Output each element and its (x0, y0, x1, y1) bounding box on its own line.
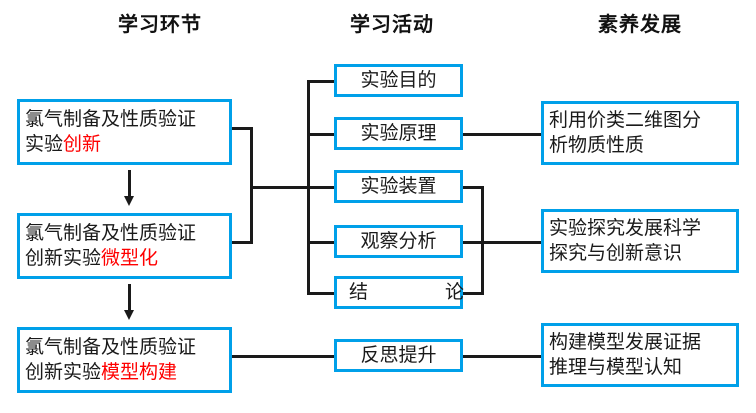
connector-to-activity-5 (307, 292, 335, 295)
stage-box-2-line1: 氯气制备及性质验证 (25, 222, 197, 244)
stage-box-1-keyword: 创新 (63, 133, 102, 155)
stage-box-2-keyword: 微型化 (101, 247, 159, 269)
connector-to-activity-3 (307, 186, 335, 189)
activity-box-3-label: 实验装置 (360, 175, 437, 197)
stage-box-1-line2: 实验创新 (20, 132, 229, 157)
connector-left-trunk-horizontal (250, 186, 310, 189)
stage-box-3-line2-text: 创新实验 (25, 361, 102, 383)
activity-box-2-label: 实验原理 (360, 122, 437, 144)
connector-activity5-out (462, 292, 484, 295)
competency-box-1-line1: 利用价类二维图分 (549, 109, 702, 131)
competency-box-2-line2: 探究与创新意识 (549, 242, 683, 264)
competency-box-3[interactable]: 构建模型发展证据 推理与模型认知 (541, 323, 739, 387)
stage-box-2-line2-text: 创新实验 (25, 247, 102, 269)
arrow-stage2-to-stage3 (124, 284, 134, 320)
connector-stage2-out (231, 241, 253, 244)
connector-bracket-to-competency2 (462, 241, 542, 244)
connector-activity2-to-competency1 (462, 133, 542, 136)
activity-box-experiment-purpose[interactable]: 实验目的 (334, 64, 463, 97)
connector-to-activity-1 (307, 80, 335, 83)
activity-box-experiment-apparatus[interactable]: 实验装置 (334, 170, 463, 203)
connector-right-bracket-vertical (481, 186, 484, 295)
connector-activity3-out (462, 186, 484, 189)
activity-box-observation-analysis[interactable]: 观察分析 (334, 225, 463, 258)
stage-box-3-line2: 创新实验模型构建 (20, 360, 229, 385)
stage-box-1-line1: 氯气制备及性质验证 (25, 108, 197, 130)
stage-box-1[interactable]: 氯气制备及性质验证 实验创新 (17, 99, 232, 165)
activity-box-experiment-principle[interactable]: 实验原理 (334, 117, 463, 150)
activity-box-reflection[interactable]: 反思提升 (334, 339, 463, 372)
connector-activity6-to-competency3 (462, 355, 542, 358)
competency-box-2-line1: 实验探究发展科学 (549, 217, 702, 239)
connector-stage3-to-activity6 (231, 355, 335, 358)
stage-box-3-line1: 氯气制备及性质验证 (25, 336, 197, 358)
activity-box-conclusion[interactable]: 结 论 (334, 276, 478, 309)
competency-box-3-line1: 构建模型发展证据 (549, 331, 702, 353)
competency-box-3-line2: 推理与模型认知 (549, 356, 683, 378)
activity-box-1-label: 实验目的 (360, 69, 437, 91)
stage-box-3[interactable]: 氯气制备及性质验证 创新实验模型构建 (17, 327, 232, 393)
connector-left-bracket-vertical (250, 127, 253, 244)
competency-box-2[interactable]: 实验探究发展科学 探究与创新意识 (541, 209, 739, 273)
stage-box-2-line2: 创新实验微型化 (20, 246, 229, 271)
activity-box-6-label: 反思提升 (360, 344, 437, 366)
stage-box-3-keyword: 模型构建 (101, 361, 178, 383)
competency-box-1-line2: 析物质性质 (549, 134, 645, 156)
stage-box-2[interactable]: 氯气制备及性质验证 创新实验微型化 (17, 213, 232, 279)
arrow-stage1-to-stage2 (124, 170, 134, 206)
stage-box-1-line2-text: 实验 (25, 133, 64, 155)
column-header-competency-development: 素养发展 (598, 12, 682, 36)
column-header-learning-stage: 学习环节 (118, 12, 202, 36)
connector-to-activity-2 (307, 133, 335, 136)
activity-box-5-label: 结 论 (349, 281, 478, 303)
column-header-learning-activity: 学习活动 (350, 12, 434, 36)
connector-stage1-out (231, 127, 253, 130)
competency-box-1[interactable]: 利用价类二维图分 析物质性质 (541, 101, 739, 165)
connector-to-activity-4 (307, 241, 335, 244)
activity-box-4-label: 观察分析 (360, 230, 437, 252)
